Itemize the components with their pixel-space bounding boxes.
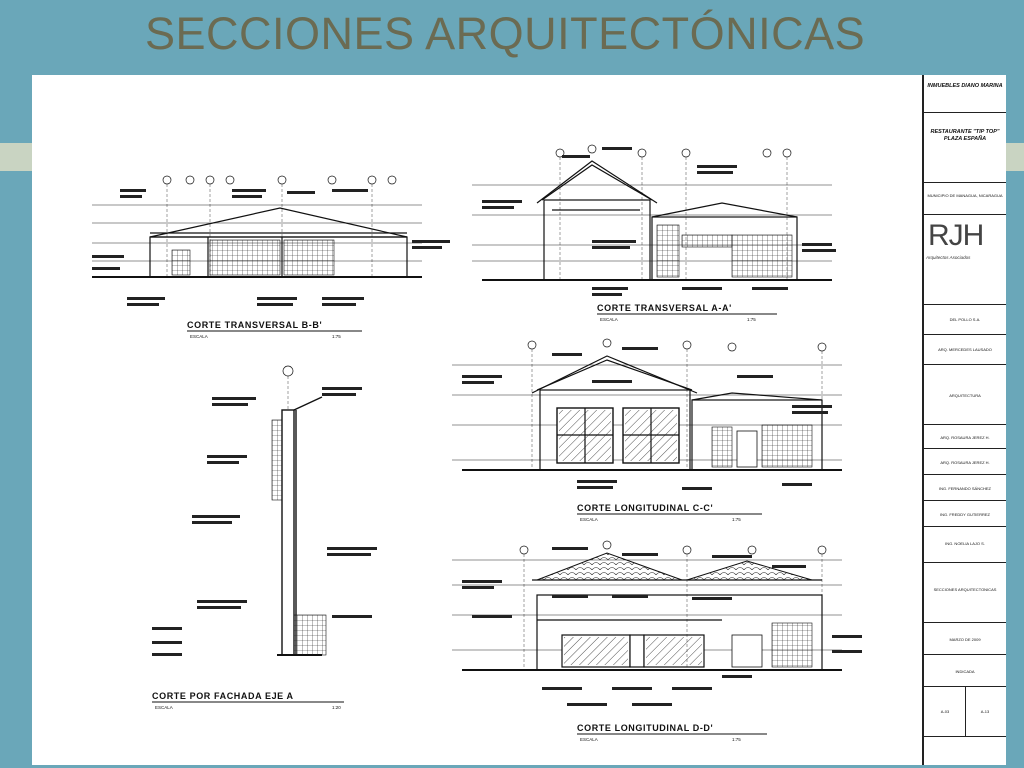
accent-bar-right — [1006, 143, 1024, 171]
tb-scale: INDICADA — [924, 655, 1006, 687]
tb-project-value: RESTAURANTE "TIP TOP" PLAZA ESPAÑA — [930, 129, 1000, 142]
section-bb-scale-label: ESCALA — [190, 334, 208, 339]
tb-location-value: MUNICIPIO DE MANAGUA, NICARAGUA — [927, 193, 1003, 198]
accent-bar-left — [0, 143, 32, 171]
firm-logo: RJH — [928, 219, 984, 252]
tb-design: ARQ. MERCEDES LAUSADO — [924, 335, 1006, 365]
section-cc-scale-label: ESCALA — [580, 517, 598, 522]
section-aa-scale: 1:75 — [747, 317, 756, 322]
section-dd: CORTE LONGITUDINAL D-D' ESCALA 1:75 — [452, 540, 862, 742]
tb-engineer-1-value: ING. FERNANDO SÁNCHEZ — [938, 486, 991, 491]
tb-sheet-code-value: A-03 — [940, 709, 950, 714]
tb-sheet-total-value: A-13 — [980, 709, 990, 714]
tb-project: RESTAURANTE "TIP TOP" PLAZA ESPAÑA — [924, 113, 1006, 183]
section-dd-scale-label: ESCALA — [580, 737, 598, 742]
section-aa: CORTE TRANSVERSAL A-A' ESCALA 1:75 — [472, 144, 836, 322]
architectural-drawings: CORTE TRANSVERSAL B-B' ESCALA 1:75 — [92, 144, 862, 742]
tb-engineer-2-value: ING. FREDDY GUTIERREZ — [940, 512, 990, 517]
firm-logo-sub: Arquitectos Asociados — [926, 255, 971, 260]
tb-drew-value: ARQ. ROSAURA JEREZ H. — [940, 435, 990, 440]
tb-engineer-3: ING. NOELIA LAJO S. — [924, 527, 1006, 563]
section-bb: CORTE TRANSVERSAL B-B' ESCALA 1:75 — [92, 175, 450, 339]
tb-reviewed-value: ARQ. ROSAURA JEREZ H. — [940, 460, 990, 465]
section-facade-scale: 1:20 — [332, 705, 341, 710]
slide-title: SECCIONES ARQUITECTÓNICAS — [145, 8, 866, 59]
section-cc: CORTE LONGITUDINAL C-C' ESCALA 1:75 — [452, 338, 842, 522]
section-aa-scale-label: ESCALA — [600, 317, 618, 322]
tb-drew: ARQ. ROSAURA JEREZ H. — [924, 425, 1006, 449]
tb-location: MUNICIPIO DE MANAGUA, NICARAGUA — [924, 183, 1006, 215]
tb-content-value: ARQUITECTURA — [949, 393, 981, 398]
tb-sheet-name: SECCIONES ARQUITECTONICAS — [924, 563, 1006, 623]
section-bb-scale: 1:75 — [332, 334, 341, 339]
tb-scale-value: INDICADA — [955, 669, 975, 674]
section-facade-title: CORTE POR FACHADA EJE A — [152, 691, 294, 701]
tb-engineer-1: ING. FERNANDO SÁNCHEZ — [924, 475, 1006, 501]
title-block: INMUEBLES DIANO MARINA RESTAURANTE "TIP … — [922, 75, 1006, 765]
tb-date-value: MARZO DE 2009 — [949, 637, 981, 642]
section-facade: CORTE POR FACHADA EJE A ESCALA 1:20 — [152, 365, 377, 710]
drawing-sheet: CORTE TRANSVERSAL B-B' ESCALA 1:75 — [32, 75, 922, 765]
tb-sheet-code: A-03 A-13 — [924, 687, 1006, 737]
section-dd-scale: 1:75 — [732, 737, 741, 742]
section-bb-title: CORTE TRANSVERSAL B-B' — [187, 320, 322, 330]
section-cc-scale: 1:75 — [732, 517, 741, 522]
tb-logo: RJH Arquitectos Asociados — [924, 215, 1006, 305]
section-cc-title: CORTE LONGITUDINAL C-C' — [577, 503, 713, 513]
section-aa-title: CORTE TRANSVERSAL A-A' — [597, 303, 732, 313]
tb-owner-value: DEL POLLO S.A. — [949, 317, 981, 322]
tb-date: MARZO DE 2009 — [924, 623, 1006, 655]
tb-engineer-3-value: ING. NOELIA LAJO S. — [945, 541, 985, 546]
tb-sheet-name-value: SECCIONES ARQUITECTONICAS — [933, 587, 997, 592]
section-dd-title: CORTE LONGITUDINAL D-D' — [577, 723, 713, 733]
tb-design-value: ARQ. MERCEDES LAUSADO — [938, 347, 992, 352]
tb-reviewed: ARQ. ROSAURA JEREZ H. — [924, 449, 1006, 475]
tb-owner: DEL POLLO S.A. — [924, 305, 1006, 335]
section-facade-scale-label: ESCALA — [155, 705, 173, 710]
tb-company: INMUEBLES DIANO MARINA — [924, 75, 1006, 113]
tb-content: ARQUITECTURA — [924, 365, 1006, 425]
tb-engineer-2: ING. FREDDY GUTIERREZ — [924, 501, 1006, 527]
tb-company-value: INMUEBLES DIANO MARINA — [927, 83, 1003, 89]
